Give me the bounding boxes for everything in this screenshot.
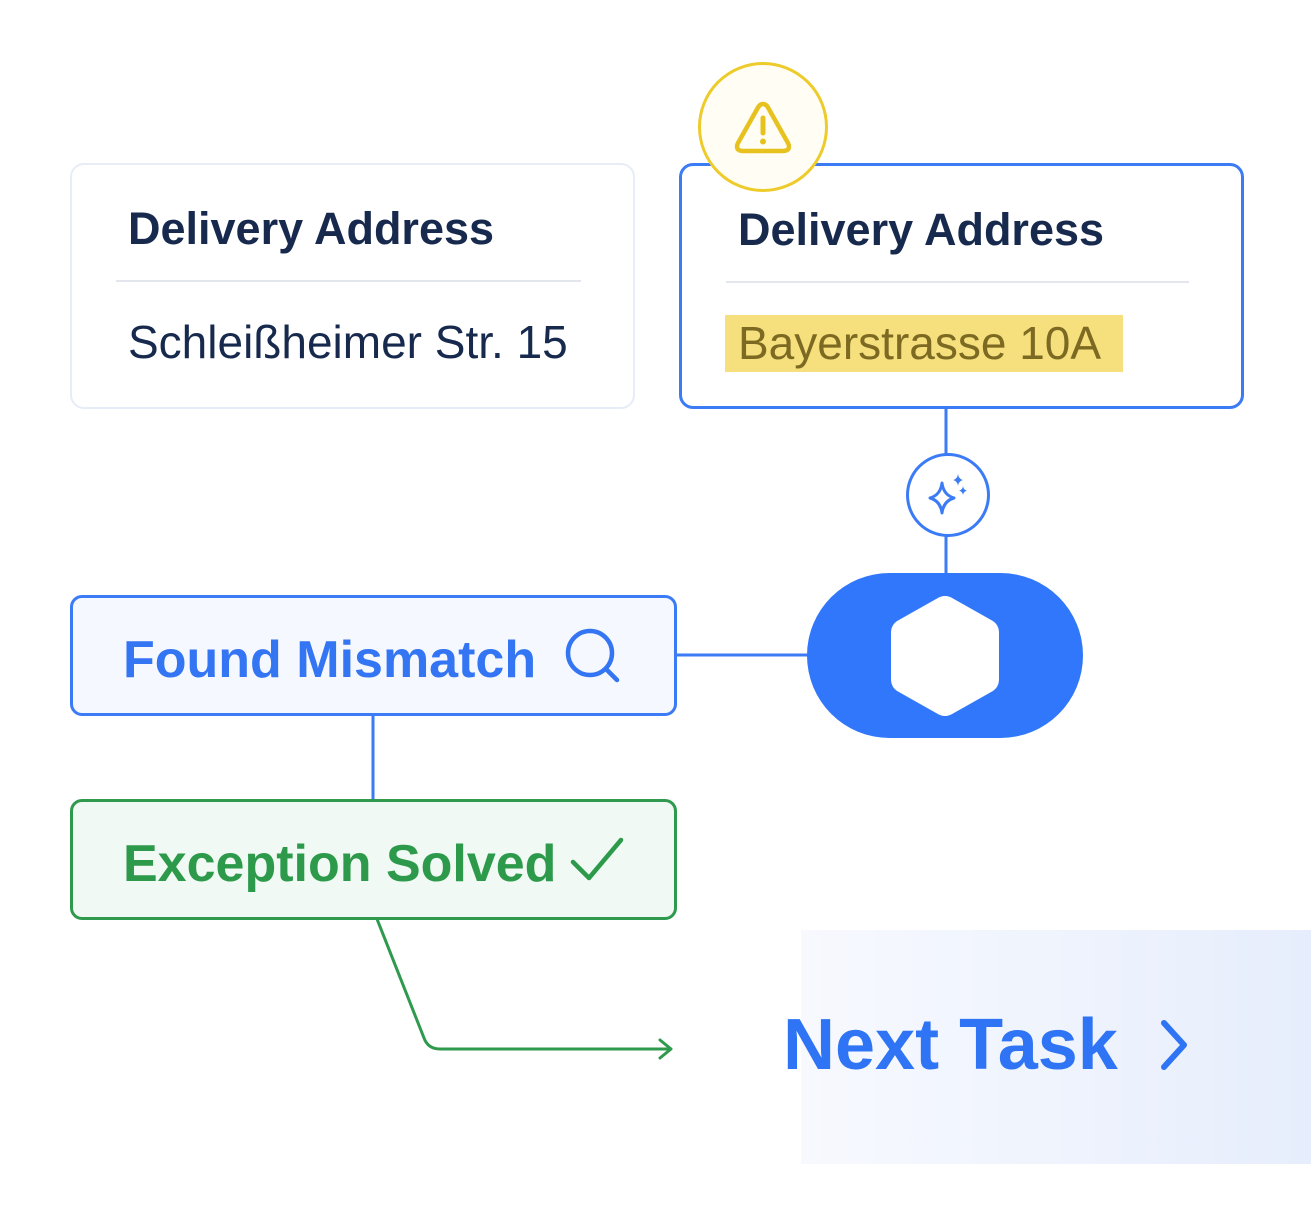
- warning-triangle-icon: [734, 101, 792, 154]
- source-address-card: Delivery Address Schleißheimer Str. 15: [70, 163, 635, 409]
- checkmark-icon: [570, 837, 624, 881]
- next-task-panel: [801, 930, 1311, 1164]
- warning-badge: [698, 62, 828, 192]
- process-hub-node: [807, 573, 1083, 738]
- hexagon-icon: [891, 595, 999, 716]
- target-address-value-highlighted: Bayerstrasse 10A: [725, 315, 1124, 372]
- target-card-divider: [726, 281, 1189, 283]
- exception-solved-status: Exception Solved: [70, 799, 677, 920]
- target-address-card: Delivery Address Bayerstrasse 10A: [679, 163, 1244, 409]
- chevron-right-icon: [1160, 1020, 1187, 1070]
- target-card-title: Delivery Address: [738, 204, 1105, 255]
- found-mismatch-status: Found Mismatch: [70, 595, 677, 716]
- search-icon: [565, 628, 620, 683]
- connector-solved-to-next: [375, 918, 670, 1051]
- found-mismatch-label: Found Mismatch: [123, 631, 537, 689]
- exception-solved-label: Exception Solved: [123, 835, 557, 893]
- source-card-title: Delivery Address: [128, 203, 495, 254]
- source-address-value: Schleißheimer Str. 15: [128, 316, 568, 368]
- source-card-divider: [116, 280, 581, 282]
- sparkle-icon: [928, 474, 967, 515]
- ai-assist-badge: [906, 453, 990, 537]
- connector-arrowhead: [658, 1038, 673, 1060]
- next-task-label: Next Task: [783, 1005, 1118, 1085]
- next-task-button[interactable]: Next Task: [783, 1000, 1194, 1090]
